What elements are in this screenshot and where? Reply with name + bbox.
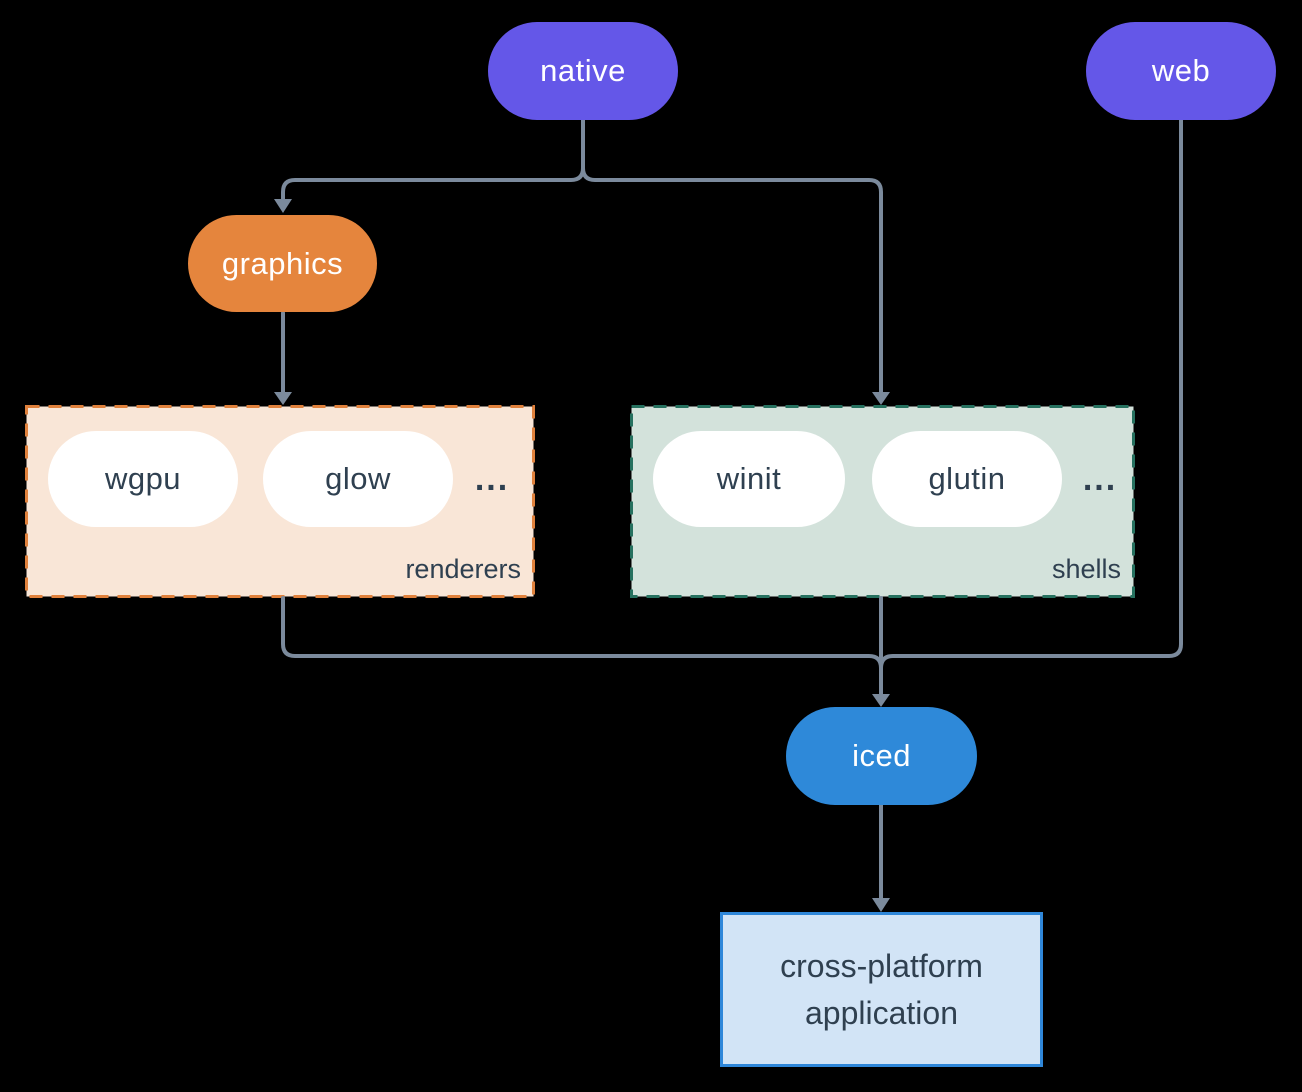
arrowhead-iced [872,694,890,707]
arrowhead-renderers [274,392,292,405]
node-winit-label: winit [716,461,782,496]
application-label-line1: cross-platform [780,947,983,984]
node-wgpu: wgpu [48,431,238,527]
node-web-label: web [1151,53,1211,88]
node-wgpu-label: wgpu [104,461,182,496]
node-winit: winit [653,431,845,527]
edge-native-to-shells [581,118,883,395]
shells-ellipsis: ... [1082,459,1118,498]
node-glow: glow [263,431,453,527]
renderers-group-label: renderers [405,554,521,584]
application-label-line2: application [805,994,958,1031]
renderers-ellipsis: ... [474,459,510,498]
edge-renderers-to-iced [281,596,883,696]
edge-native-to-graphics [281,118,585,202]
node-iced: iced [786,707,977,805]
node-native: native [488,22,678,120]
node-glow-label: glow [325,461,391,496]
shells-group-label: shells [1051,554,1121,584]
node-application: cross-platform application [720,912,1043,1067]
node-graphics-label: graphics [221,245,344,281]
node-native-label: native [540,53,626,88]
arrowhead-graphics [274,199,292,213]
node-web: web [1086,22,1276,120]
node-iced-label: iced [852,738,911,773]
arrowhead-shells [872,392,890,405]
arrowhead-application [872,898,890,912]
node-graphics: graphics [188,215,377,312]
node-glutin-label: glutin [928,461,1006,496]
node-glutin: glutin [872,431,1062,527]
